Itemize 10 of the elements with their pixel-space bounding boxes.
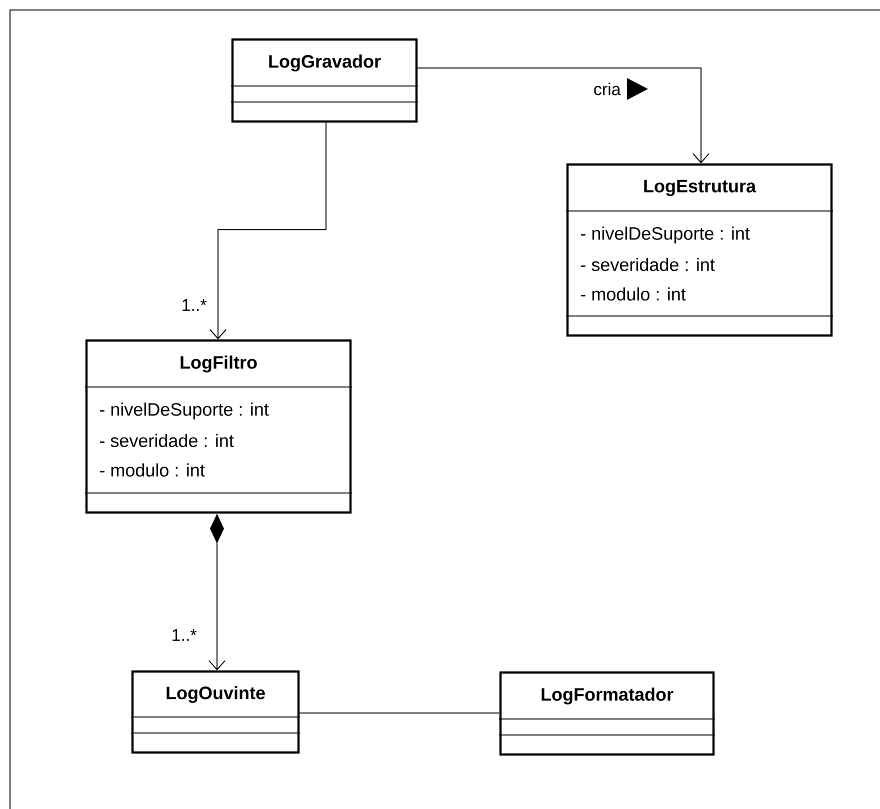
class-box: LogOuvinte <box>130 670 300 754</box>
class-box: LogFiltro - nivelDeSuporte : int - severidade : int - modulo : int <box>84 339 352 514</box>
edge-label: 1..* <box>180 298 208 312</box>
edge-label: cria <box>592 82 622 96</box>
arrow <box>417 68 710 164</box>
class-box: LogFormatador <box>498 671 716 756</box>
class-box: LogGravador <box>230 38 418 123</box>
arrow <box>210 122 326 340</box>
edge-label: 1..* <box>170 628 198 642</box>
class-box: LogEstrutura - nivelDeSuporte : int - severidade : int - modulo : int <box>566 163 834 337</box>
